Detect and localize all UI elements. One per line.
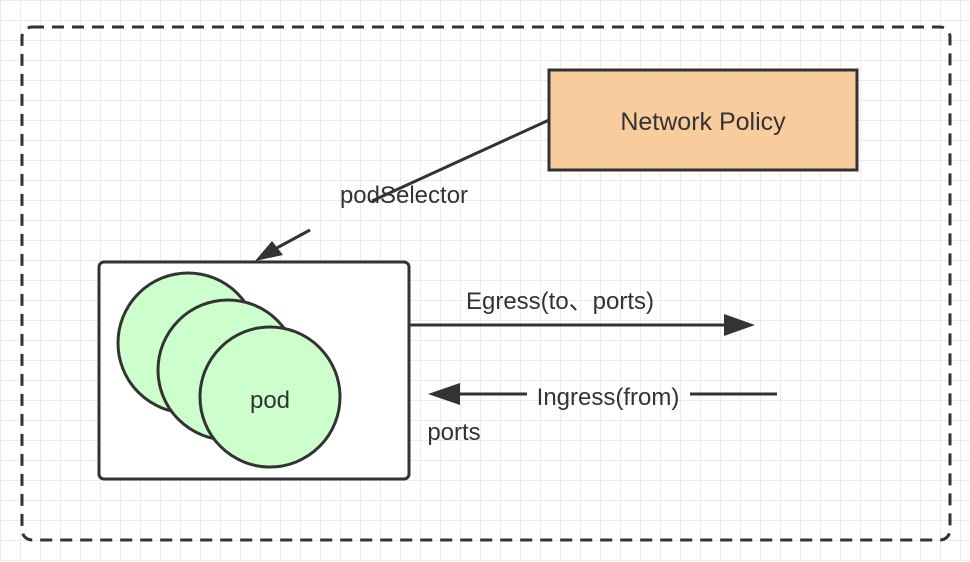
ingress-label: Ingress(from) <box>537 384 680 411</box>
ports-label: ports <box>427 419 480 446</box>
egress-arrowhead <box>724 314 755 336</box>
ingress-arrowhead <box>428 383 460 405</box>
pod-selector-arrowhead <box>255 241 283 261</box>
namespace-boundary <box>20 25 952 542</box>
egress-label: Egress(to、ports) <box>466 288 654 315</box>
network-policy-box <box>547 68 859 172</box>
pod-selector-arrow-line <box>371 118 550 203</box>
pod-selector-label: podSelector <box>340 182 468 209</box>
pod-circle-front <box>198 325 342 469</box>
network-policy-label: Network Policy <box>620 108 786 136</box>
pod-label: pod <box>250 387 290 414</box>
